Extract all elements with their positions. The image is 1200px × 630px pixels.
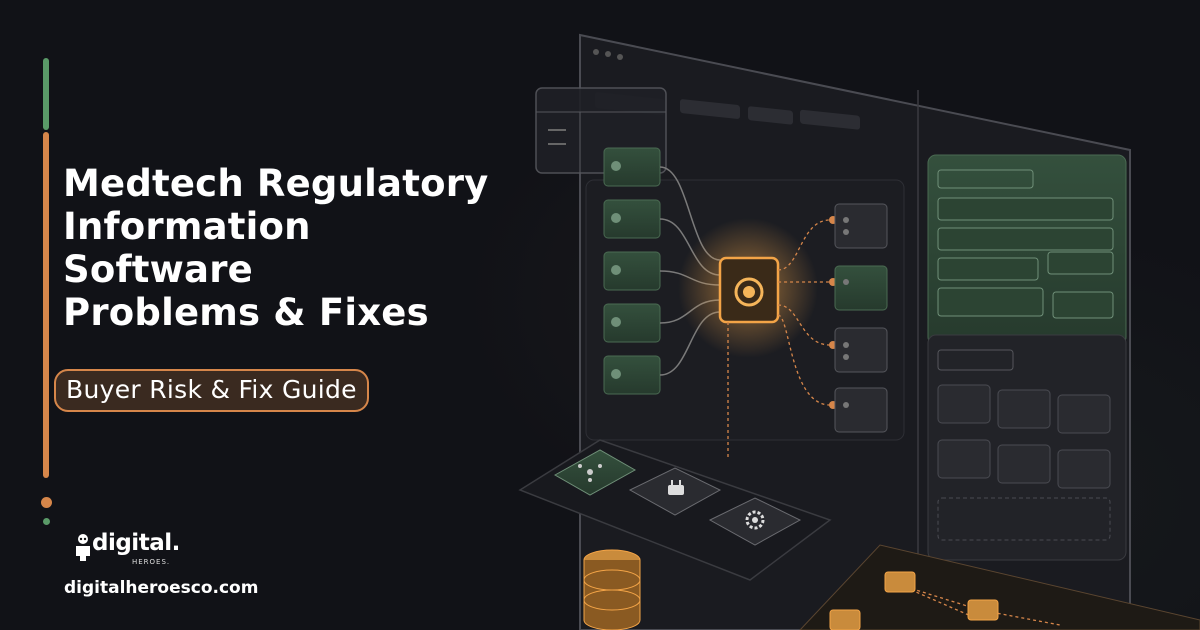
right-node-column [727,203,888,460]
share-nodes-icon [553,449,637,496]
logo-subtext: HEROES. [132,558,171,566]
tool-platform [518,439,832,581]
headline: Medtech Regulatory Information Software … [63,162,533,334]
accent-bar-orange [43,132,49,478]
headline-line-4: Problems & Fixes [63,291,429,334]
database-icon [583,549,641,630]
accent-bar-green [43,58,49,130]
subtitle-pill: Buyer Risk & Fix Guide [54,369,369,412]
hero-mascot-icon [76,534,90,561]
logo-wordmark: digital. [92,530,180,556]
dashboard-illustration [518,33,1200,630]
accent-dot-green [43,518,50,525]
right-form-panel [927,154,1127,346]
headline-line-1: Medtech Regulatory [63,162,489,205]
accent-dot-orange [41,497,52,508]
right-card-panel [927,334,1127,561]
headline-line-3: Software [63,248,253,291]
headline-line-2: Information [63,205,311,248]
gear-icon [708,497,802,546]
plug-icon [628,467,722,516]
website-url[interactable]: digitalheroesco.com [64,578,259,598]
orange-node-graph [799,544,1200,630]
brand-logo[interactable]: digital. HEROES. [72,530,192,570]
chip-icon [678,218,818,358]
